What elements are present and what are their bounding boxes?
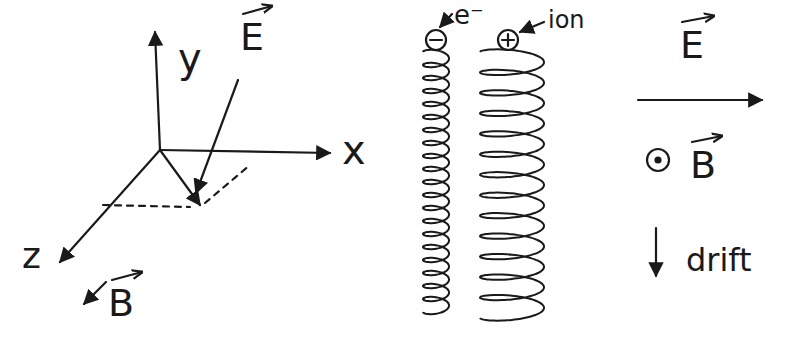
leader-line <box>440 14 452 27</box>
axis-label: z <box>22 238 41 274</box>
e-field-arrow <box>638 99 762 101</box>
x-axis <box>160 150 330 153</box>
particle-label: e⁻ <box>454 2 484 28</box>
minus-sign <box>430 39 442 41</box>
axis-label: y <box>178 38 202 78</box>
electron-helix <box>423 50 449 314</box>
projection-line <box>103 205 190 207</box>
vector-label: B <box>108 284 134 322</box>
b-dot <box>656 158 661 163</box>
vector-label: B <box>690 146 716 184</box>
ion-symbol <box>498 30 518 50</box>
vector-mark <box>692 136 722 142</box>
electron-symbol <box>426 30 446 50</box>
vector-label: E <box>240 18 264 56</box>
motion-label: drift <box>686 244 752 276</box>
vector-label: E <box>680 26 704 64</box>
projection-line <box>205 165 250 203</box>
ion-helix <box>480 49 544 320</box>
vector-mark <box>682 16 714 22</box>
b-out-of-page <box>647 149 669 171</box>
e-vector <box>160 150 200 205</box>
b-vector <box>84 282 106 304</box>
plus-sign <box>507 34 509 46</box>
vector-mark <box>243 6 272 14</box>
y-axis <box>155 32 160 150</box>
particle-label: ion <box>548 8 585 32</box>
helix-group <box>423 49 544 320</box>
axis-label: x <box>342 130 366 170</box>
vector-mark <box>112 272 142 280</box>
leader-line <box>520 22 544 32</box>
leader-line <box>196 80 238 193</box>
drift-arrow <box>655 228 657 276</box>
